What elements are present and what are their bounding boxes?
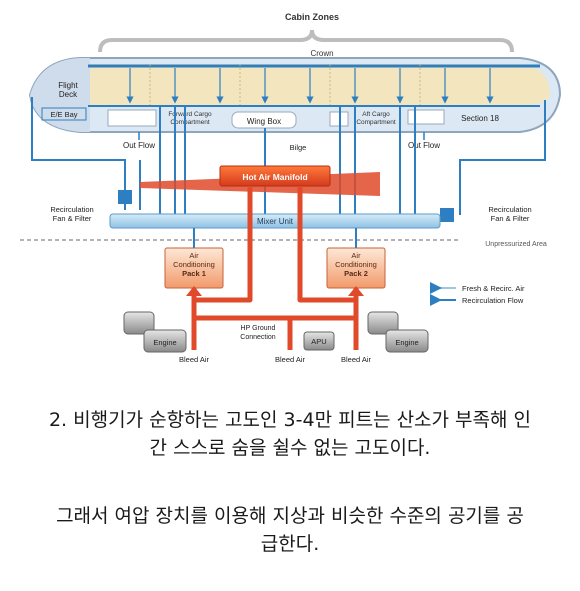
- bleed-air-ducts: [191, 186, 359, 350]
- caption-paragraph-1: 2. 비행기가 순항하는 고도인 3-4만 피트는 산소가 부족해 인 간 스스…: [0, 406, 580, 462]
- mixer-unit-label: Mixer Unit: [257, 217, 294, 226]
- forward-cargo-box: [107, 109, 157, 127]
- bleed-air-left-label: Bleed Air: [179, 355, 210, 364]
- bleed-air-right-label: Bleed Air: [341, 355, 372, 364]
- legend-fresh-label: Fresh & Recirc. Air: [462, 284, 525, 293]
- recirc-fan-right: [440, 208, 454, 222]
- wing-box-label: Wing Box: [247, 117, 281, 126]
- caption-line-2b: 급한다.: [260, 533, 320, 555]
- crown-label: Crown: [310, 49, 333, 58]
- out-flow-left-label: Out Flow: [123, 141, 155, 150]
- section-18-label: Section 18: [461, 114, 499, 123]
- out-flow-right-label: Out Flow: [408, 141, 440, 150]
- cabin-zones-label: Cabin Zones: [285, 12, 339, 22]
- caption-line-2a: 그래서 여압 장치를 이용해 지상과 비슷한 수준의 공기를 공: [56, 505, 524, 527]
- cabin-airflow-arrows: [126, 68, 494, 104]
- engine-right-label: Engine: [395, 338, 418, 347]
- engine-left-label: Engine: [153, 338, 176, 347]
- apu-box: [303, 331, 335, 351]
- apu-label: APU: [311, 337, 326, 346]
- hot-air-manifold: [219, 165, 331, 187]
- engine-left: [123, 311, 187, 353]
- bleed-air-center-label: Bleed Air: [275, 355, 306, 364]
- legend-recirc-label: Recirculation Flow: [462, 296, 524, 305]
- caption-paragraph-2: 그래서 여압 장치를 이용해 지상과 비슷한 수준의 공기를 공 급한다.: [0, 502, 580, 558]
- caption-line-1b: 간 스스로 숨을 쉴수 없는 고도이다.: [149, 437, 431, 459]
- unpressurized-area-label: Unpressurized Area: [485, 241, 547, 248]
- cabin-zones-brace: [98, 29, 514, 53]
- ee-bay-label: E/E Bay: [50, 110, 77, 119]
- caption-line-1a: 2. 비행기가 순항하는 고도인 3-4만 피트는 산소가 부족해 인: [48, 409, 532, 431]
- aft-cargo-box-2: [407, 109, 445, 125]
- legend: Fresh & Recirc. Air Recirculation Flow: [430, 282, 525, 306]
- hot-air-manifold-label: Hot Air Manifold: [242, 172, 307, 182]
- bilge-label: Bilge: [290, 143, 307, 152]
- recirc-fan-left: [118, 190, 132, 204]
- engine-right: [367, 311, 429, 353]
- mixer-unit: [109, 213, 441, 229]
- ee-bay-box: [41, 107, 87, 121]
- fuselage: [28, 57, 562, 133]
